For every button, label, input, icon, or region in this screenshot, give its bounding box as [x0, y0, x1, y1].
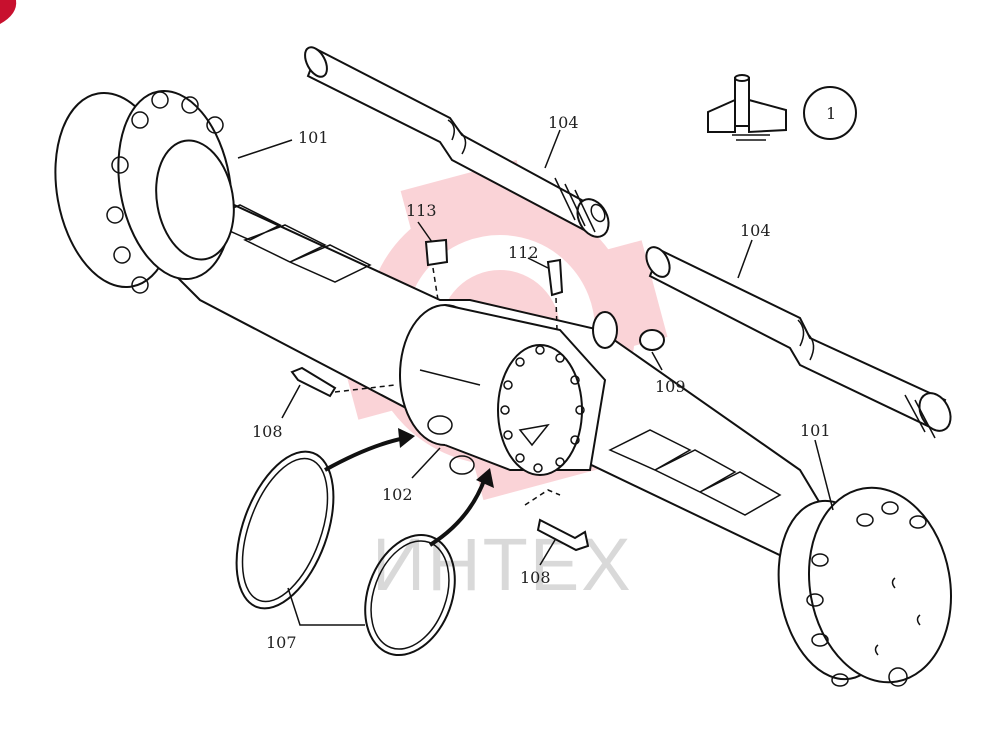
- label-112: 112: [508, 243, 539, 262]
- label-109: 109: [655, 377, 686, 396]
- label-101-bottom: 101: [800, 421, 831, 440]
- label-113: 113: [406, 201, 437, 220]
- label-102: 102: [382, 485, 413, 504]
- breather-112: [546, 258, 564, 331]
- corner-logo: [0, 0, 17, 24]
- label-108-left: 108: [252, 422, 283, 441]
- label-101-top: 101: [298, 128, 329, 147]
- label-104-top: 104: [548, 113, 579, 132]
- label-108-right: 108: [520, 568, 551, 587]
- bolt-108-left: [290, 366, 396, 398]
- plug-109: [639, 329, 665, 351]
- symbol-circle-label: 1: [826, 104, 836, 123]
- o-rings-107: [235, 450, 456, 657]
- lubrication-symbol-icon: 1: [707, 74, 857, 141]
- wheel-hub-left: [54, 89, 235, 294]
- label-104-mid: 104: [740, 221, 771, 240]
- label-107: 107: [266, 633, 297, 652]
- bolt-108-right: [524, 489, 590, 552]
- watermark-text: ИНТЕХ: [372, 523, 633, 606]
- install-arrows: [324, 428, 494, 547]
- drain-plug-113: [424, 238, 449, 301]
- half-shaft-top: [304, 46, 610, 238]
- axle-housing: [158, 178, 832, 562]
- half-shaft-right: [645, 246, 952, 439]
- wheel-hub-right: [777, 486, 953, 687]
- leader-lines: [237, 129, 834, 626]
